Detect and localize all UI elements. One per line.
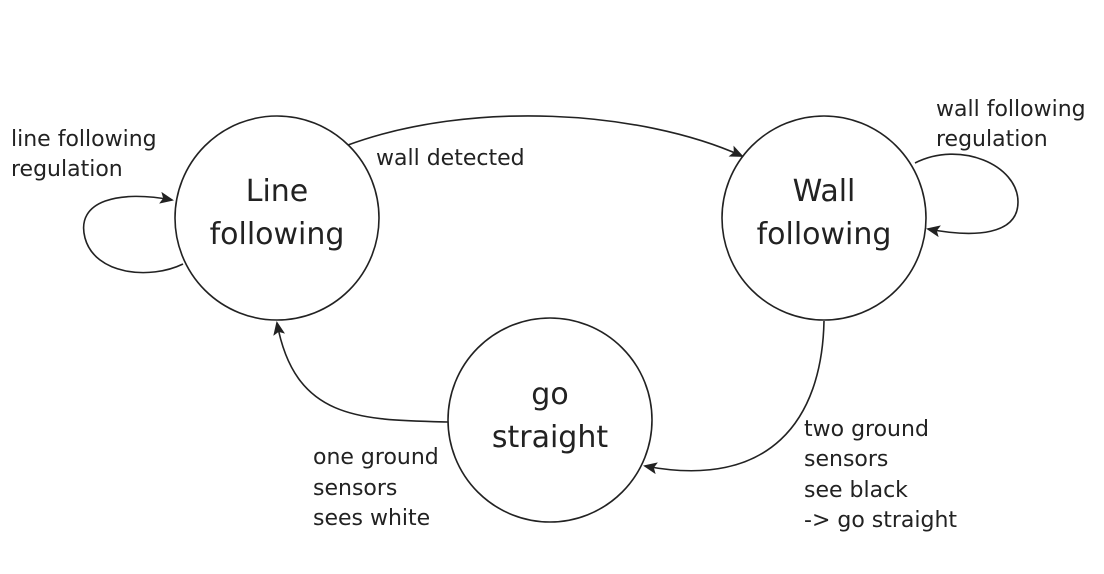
- label-wall-to-straight: two ground sensors see black -> go strai…: [804, 417, 957, 533]
- edge-label-line: regulation: [11, 157, 123, 182]
- edge-straight-to-line: [273, 321, 449, 423]
- state-label-line-2: straight: [492, 420, 609, 455]
- label-self-line: line following regulation: [11, 127, 157, 182]
- state-line-following: Line following: [174, 115, 380, 321]
- edge-label-line: sees white: [313, 506, 430, 531]
- edge-label-line: sensors: [313, 476, 397, 501]
- edge-label-line: wall following: [936, 97, 1086, 122]
- edge-label-line: regulation: [936, 127, 1048, 152]
- edge-line-to-wall: [347, 115, 744, 157]
- state-go-straight: go straight: [447, 317, 653, 523]
- edge-label-line: one ground: [313, 445, 439, 470]
- edge-self-wall: [914, 153, 1019, 238]
- edge-self-line: [82, 191, 184, 274]
- label-line-to-wall: wall detected: [376, 146, 525, 171]
- label-straight-to-line: one ground sensors sees white: [313, 445, 439, 531]
- edge-label-line: two ground: [804, 417, 929, 442]
- state-label-line-2: following: [757, 217, 892, 252]
- state-label-line-1: go: [531, 377, 568, 412]
- edge-label-line: wall detected: [376, 146, 525, 171]
- label-self-wall: wall following regulation: [936, 97, 1086, 152]
- state-wall-following: Wall following: [721, 115, 927, 321]
- state-label-line-2: following: [210, 217, 345, 252]
- state-label-line-1: Wall: [793, 174, 856, 209]
- edge-label-line: see black: [804, 478, 908, 503]
- state-label-line-1: Line: [246, 174, 309, 209]
- edge-label-line: -> go straight: [804, 508, 957, 533]
- edge-label-line: sensors: [804, 447, 888, 472]
- edge-label-line: line following: [11, 127, 157, 152]
- edge-wall-to-straight: [643, 320, 825, 475]
